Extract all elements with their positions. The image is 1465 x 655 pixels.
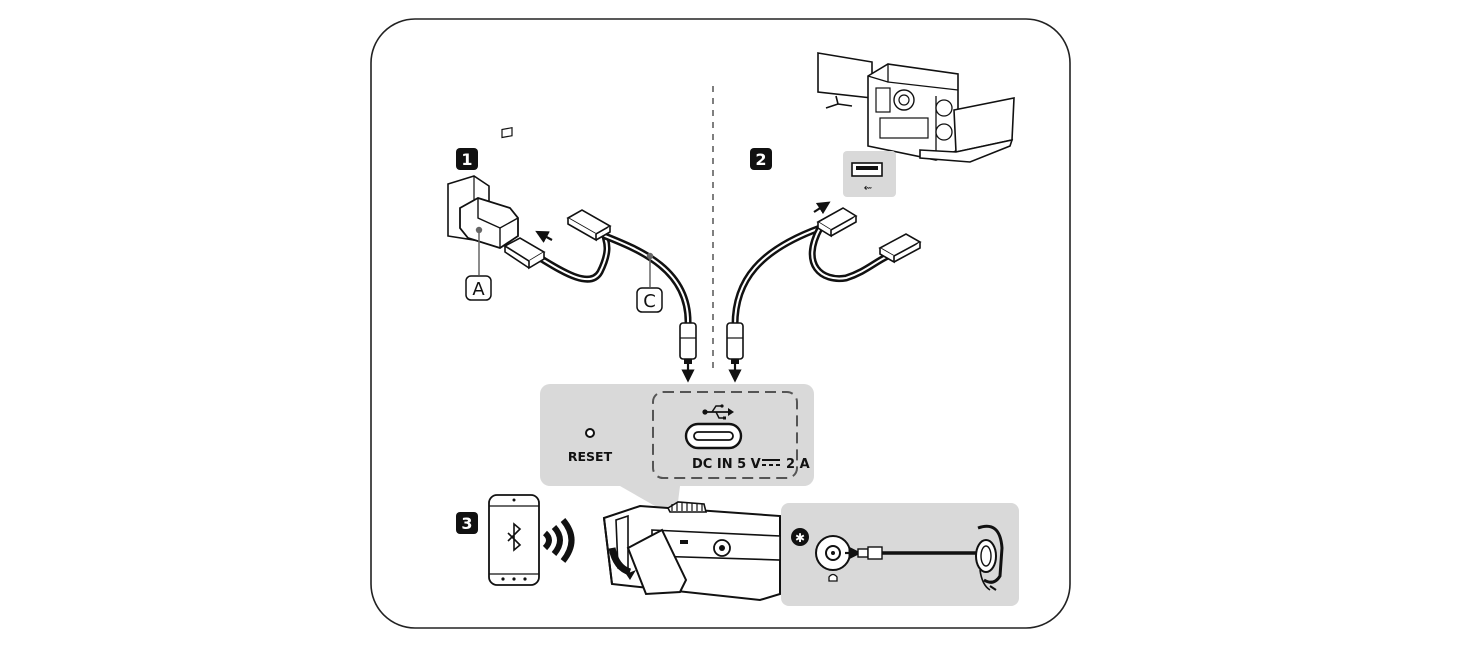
usb-symbol-icon (702, 404, 734, 420)
audio-jack-icon (815, 535, 851, 582)
svg-text:1: 1 (461, 150, 472, 169)
desktop-pc-icon (867, 63, 959, 161)
svg-text:2: 2 (755, 150, 766, 169)
svg-text:✱: ✱ (795, 531, 805, 545)
svg-text:A: A (472, 279, 485, 300)
laptop-icon (919, 97, 1015, 163)
headphone-cable (845, 546, 978, 560)
port-panel: RESET DC IN 5 V 2 A (540, 384, 814, 518)
headphone-panel: ✱ (781, 503, 1019, 606)
sound-waves-icon (542, 518, 575, 563)
callout-a: A (465, 226, 492, 301)
dc-in-label: DC IN 5 V (692, 457, 761, 472)
headphones-icon (975, 524, 1004, 591)
usb-cable-c (536, 232, 692, 329)
usb-c-port (684, 422, 743, 450)
usb-a-plug-icon (816, 207, 858, 238)
current-label: 2 A (786, 457, 810, 472)
svg-text:3: 3 (461, 514, 472, 533)
usb-a-port-icon: ⇜ (843, 151, 896, 197)
dc-symbol-icon (762, 459, 780, 466)
insert-arrow-icon (535, 230, 553, 243)
note-mark: ✱ (791, 528, 809, 546)
usb-cable (731, 224, 892, 329)
svg-text:⇜: ⇜ (864, 183, 872, 194)
usb-c-plug-icon (679, 322, 697, 364)
reset-label: RESET (568, 449, 613, 464)
usb-a-plug-icon (503, 237, 546, 270)
usb-c-plug-icon (726, 322, 744, 364)
step-2-badge: 2 (750, 148, 772, 170)
power-adapter-icon (459, 127, 519, 249)
usb-a-plug-icon (878, 233, 922, 264)
insert-arrow-icon (813, 201, 831, 215)
usb-a-plug-icon (566, 209, 612, 242)
svg-text:C: C (643, 291, 656, 312)
reset-hole (585, 428, 595, 438)
step-1-badge: 1 (456, 148, 478, 170)
bluetooth-icon (507, 522, 522, 552)
callout-c: C (636, 252, 663, 313)
step-3-badge: 3 (456, 512, 478, 534)
speaker-device-icon (602, 501, 781, 602)
